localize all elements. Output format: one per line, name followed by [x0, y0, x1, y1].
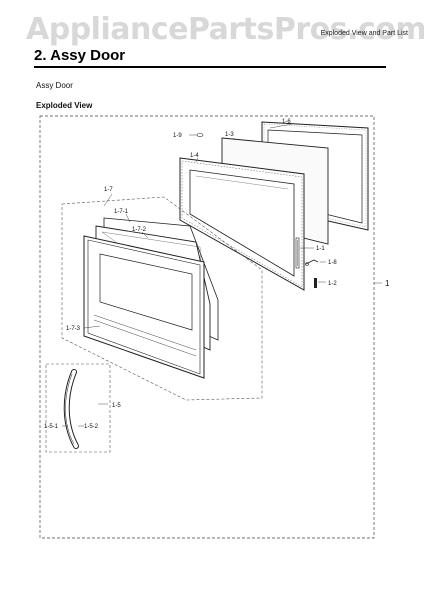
callout-1-7-1: 1-7-1 [114, 209, 129, 215]
callout-1-7-3: 1-7-3 [66, 326, 81, 332]
subtitle: Assy Door [36, 81, 73, 90]
part-door-handle [63, 369, 79, 449]
part-main-frame [179, 157, 305, 291]
part-hinge-1-1 [295, 237, 300, 269]
section-title: 2. Assy Door [34, 47, 126, 64]
callout-1-5: 1-5 [112, 403, 121, 409]
callout-1-7-2: 1-7-2 [132, 227, 147, 233]
leader-lines [62, 123, 382, 427]
part-outer-door-panel [83, 235, 205, 379]
callout-1-1: 1-1 [316, 246, 325, 252]
callout-1-2: 1-2 [328, 281, 337, 287]
callout-1-8: 1-8 [328, 260, 337, 266]
exploded-view-label: Exploded View [36, 101, 93, 110]
watermark: AppliancePartsPros.com [26, 12, 424, 47]
callout-1-9: 1-9 [173, 133, 182, 139]
callout-1: 1 [385, 279, 390, 288]
header-section-label: Exploded View and Part List [320, 30, 408, 37]
subassembly-boundary-1-7 [61, 196, 263, 401]
callout-1-5-1: 1-5-1 [44, 424, 59, 430]
assembly-boundary [39, 115, 375, 539]
callout-1-3: 1-3 [225, 132, 234, 138]
callout-1-5-2: 1-5-2 [84, 424, 99, 430]
part-spring-1-8 [305, 259, 319, 266]
subassembly-boundary-1-5 [45, 363, 111, 453]
callout-1-6: 1-6 [282, 119, 291, 125]
title-rule [34, 66, 386, 68]
callout-1-7: 1-7 [104, 187, 113, 193]
part-screw-1-9 [196, 133, 204, 137]
part-pin-1-2 [314, 278, 317, 288]
callout-1-4: 1-4 [190, 153, 199, 159]
